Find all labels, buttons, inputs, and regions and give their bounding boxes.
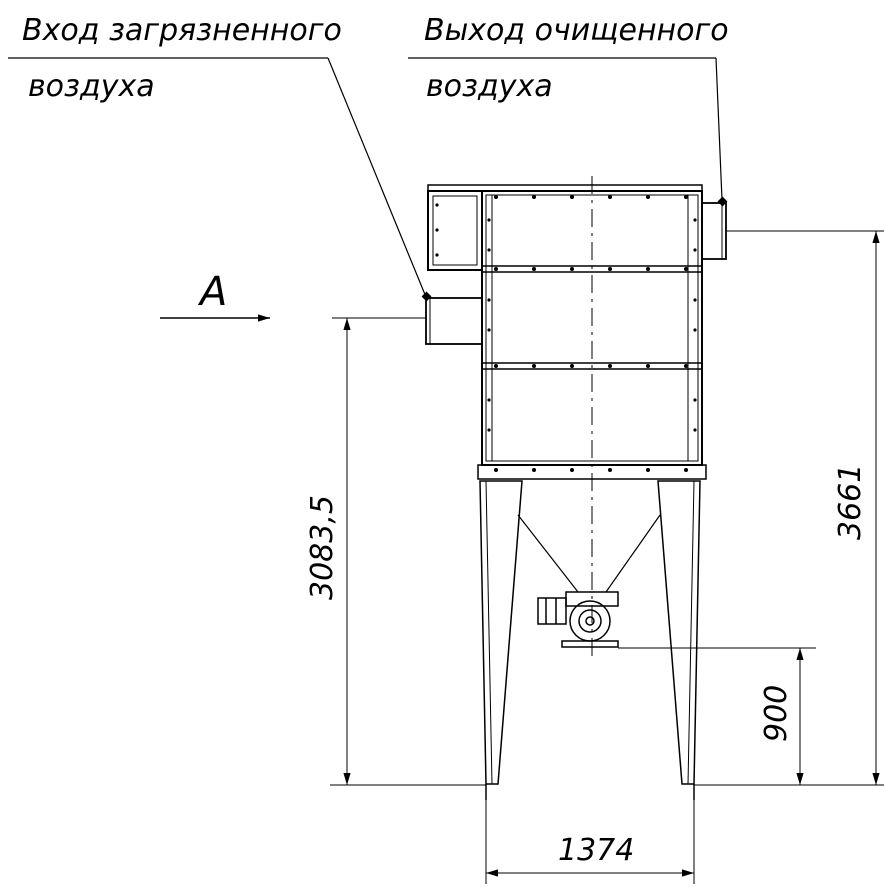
dim-leg-spacing-value: 1374: [558, 833, 634, 868]
view-a-letter: А: [197, 269, 227, 315]
dim-total-height: [694, 230, 884, 786]
outlet-leader-marker: [717, 196, 728, 207]
rotary-valve-drive: [537, 591, 619, 648]
inlet-pipe: [425, 297, 483, 345]
support-legs: [479, 480, 701, 800]
dim-total-height-value: 3661: [833, 464, 868, 540]
dim-discharge-height-value: 900: [759, 685, 794, 742]
dim-inlet-height-value: 3083,5: [305, 495, 340, 600]
hopper: [517, 514, 661, 593]
outlet-label-line2: воздуха: [426, 69, 553, 104]
bolt-dots: [435, 195, 697, 472]
dim-inlet-height: [330, 317, 486, 786]
outlet-label-line1: Выход очищенного: [424, 13, 729, 48]
inlet-leader: [8, 57, 427, 298]
dim-leg-spacing: [485, 800, 695, 884]
inlet-label-line2: воздуха: [28, 69, 155, 104]
filter-housing: [427, 184, 707, 480]
inlet-leader-marker: [421, 291, 432, 302]
dim-discharge-height: [618, 647, 816, 785]
outlet-leader: [408, 57, 723, 201]
outlet-pipe: [701, 202, 727, 260]
inlet-label-line1: Вход загрязненного: [22, 13, 342, 48]
